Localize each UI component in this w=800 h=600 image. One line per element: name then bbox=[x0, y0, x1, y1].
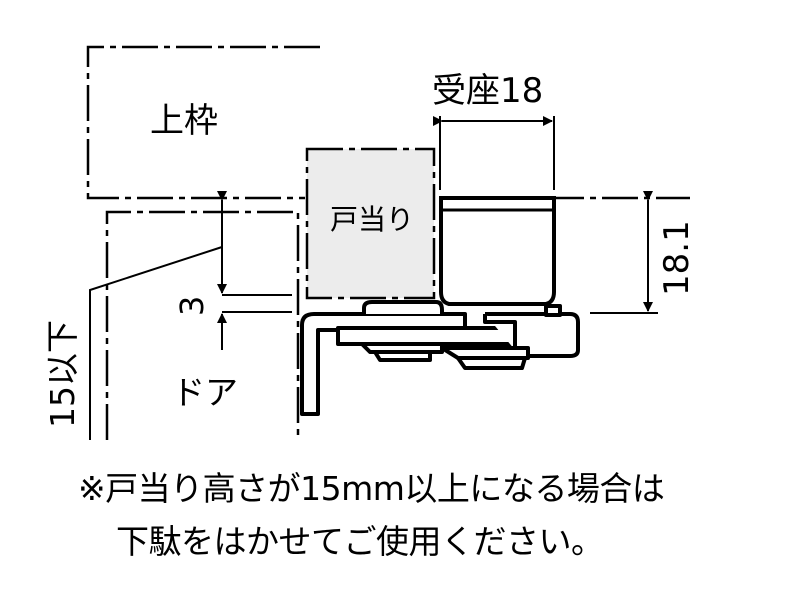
note-line-1: ※戸当り高さが15mm以上になる場合は bbox=[78, 469, 665, 508]
door-label: ドア bbox=[172, 373, 238, 412]
upper-frame-outline bbox=[86, 45, 320, 200]
note-line-2: 下駄をはかせてご使用ください。 bbox=[116, 522, 604, 561]
door-stop-label: 戸当り bbox=[330, 203, 415, 236]
max-stop-height-label: 15以下 bbox=[43, 320, 82, 428]
door-outline bbox=[105, 210, 300, 440]
receiver-width-label: 受座18 bbox=[432, 71, 544, 111]
door-stop-box bbox=[305, 147, 436, 300]
hinge-body bbox=[300, 300, 580, 416]
gap-dimension-label: 3 bbox=[173, 295, 211, 316]
height-dimension-label: 18.1 bbox=[657, 220, 697, 296]
receiver-seat bbox=[439, 196, 556, 306]
upper-frame-label: 上枠 bbox=[150, 101, 218, 141]
